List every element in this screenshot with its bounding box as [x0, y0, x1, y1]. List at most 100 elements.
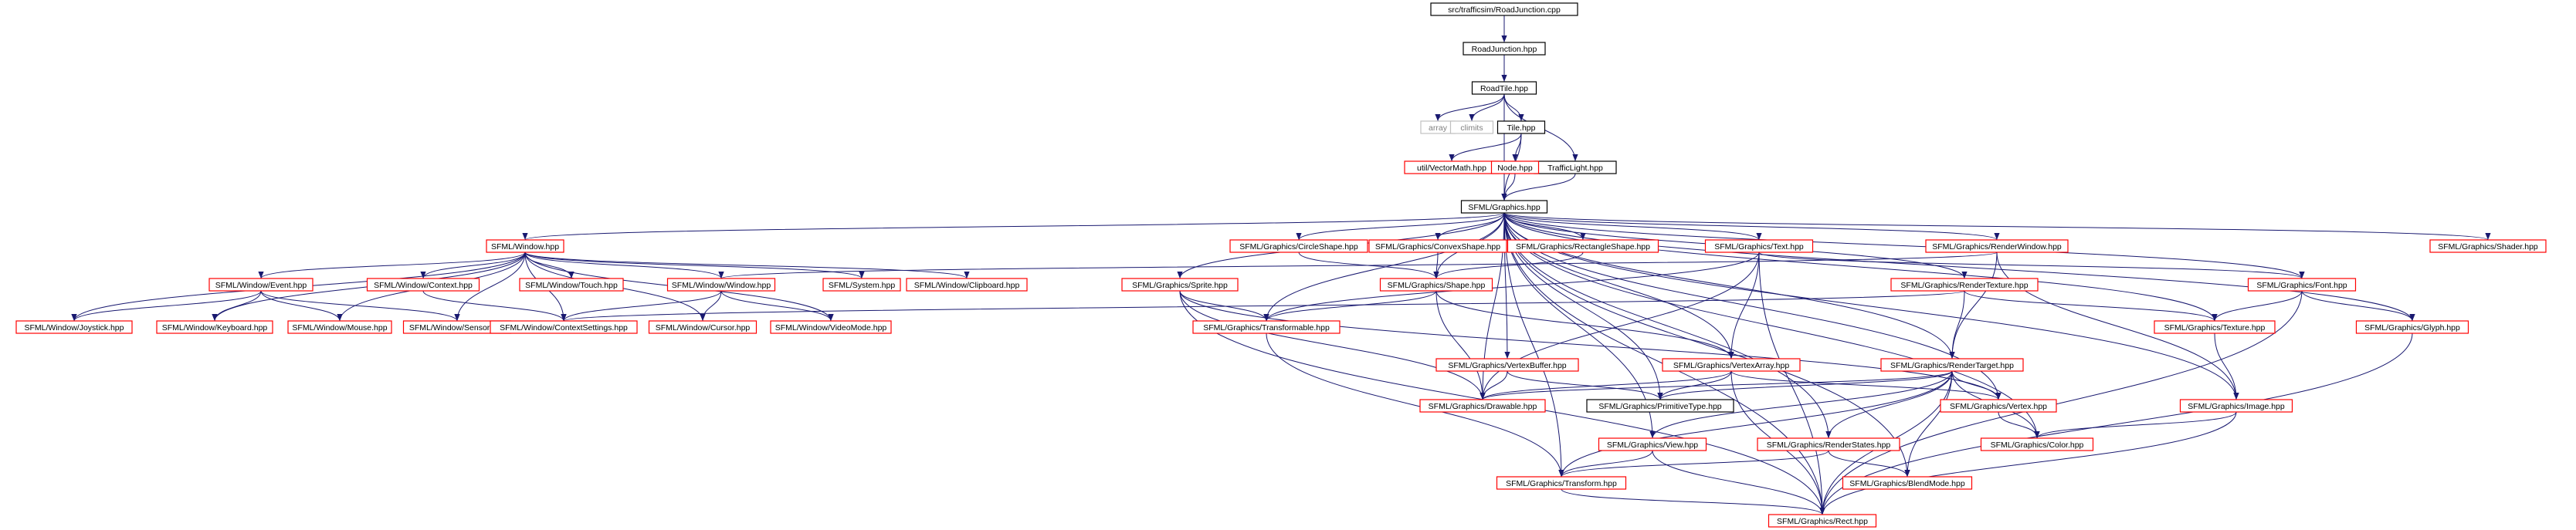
edge-gfx-to-rwin — [1503, 212, 2000, 241]
node-kbd-label: SFML/Window/Keyboard.hpp — [162, 323, 268, 333]
edge-vbuf-to-prim — [1507, 370, 1663, 400]
edge-gfx-to-shader — [1503, 212, 2491, 241]
node-prim[interactable]: SFML/Graphics/PrimitiveType.hpp — [1586, 399, 1734, 413]
node-tl[interactable]: TrafficLight.hpp — [1534, 160, 1617, 174]
node-climits-box — [1449, 120, 1494, 134]
node-grect[interactable]: SFML/Graphics/Rect.hpp — [1768, 514, 1877, 528]
edge-rwin-to-wwin — [719, 251, 1998, 279]
edge-gfx-to-rstate — [1503, 212, 1832, 439]
node-grect-box — [1768, 514, 1877, 528]
edge-gfx-to-color — [1503, 212, 2040, 439]
node-vecmath[interactable]: util/VectorMath.hpp — [1404, 160, 1500, 174]
node-sensor[interactable]: SFML/Window/Sensor.hpp — [402, 320, 512, 334]
node-varr-label: SFML/Graphics/VertexArray.hpp — [1673, 361, 1790, 370]
node-cursor-box — [648, 320, 758, 334]
node-touch[interactable]: SFML/Window/Touch.hpp — [519, 278, 624, 292]
node-ctxset[interactable]: SFML/Window/ContextSettings.hpp — [490, 320, 638, 334]
node-trans-box — [1496, 476, 1627, 490]
edge-shape-to-draw — [1435, 290, 1486, 400]
node-wwin[interactable]: SFML/Window/Window.hpp — [666, 278, 776, 292]
node-rect[interactable]: SFML/Graphics/RectangleShape.hpp — [1507, 239, 1659, 253]
node-view-box — [1598, 437, 1707, 451]
node-cursor[interactable]: SFML/Window/Cursor.hpp — [648, 320, 758, 334]
node-font-label: SFML/Graphics/Font.hpp — [2256, 281, 2347, 290]
node-draw-box — [1419, 399, 1546, 413]
node-font[interactable]: SFML/Graphics/Font.hpp — [2247, 278, 2357, 292]
edge-image-to-grect — [1819, 411, 2237, 515]
node-rtgt[interactable]: SFML/Graphics/RenderTarget.hpp — [1880, 358, 2024, 372]
node-conv[interactable]: SFML/Graphics/ConvexShape.hpp — [1368, 239, 1507, 253]
node-rwin[interactable]: SFML/Graphics/RenderWindow.hpp — [1925, 239, 2069, 253]
node-system-box — [822, 278, 901, 292]
node-tile-box — [1496, 120, 1546, 134]
edge-event-to-mouse — [260, 290, 343, 322]
node-wwin-label: SFML/Window/Window.hpp — [672, 281, 771, 290]
node-touch-box — [519, 278, 624, 292]
node-image[interactable]: SFML/Graphics/Image.hpp — [2179, 399, 2293, 413]
node-sprite[interactable]: SFML/Graphics/Sprite.hpp — [1121, 278, 1239, 292]
node-mouse[interactable]: SFML/Window/Mouse.hpp — [287, 320, 392, 334]
node-joy[interactable]: SFML/Window/Joystick.hpp — [15, 320, 133, 334]
node-rj[interactable]: RoadJunction.hpp — [1463, 42, 1546, 56]
edge-rwin-to-rtgt — [1949, 251, 1998, 360]
node-vmode[interactable]: SFML/Window/VideoMode.hpp — [770, 320, 892, 334]
node-root[interactable]: src/trafficsim/RoadJunction.cpp — [1430, 2, 1578, 16]
node-system[interactable]: SFML/System.hpp — [822, 278, 901, 292]
node-window[interactable]: SFML/Window.hpp — [486, 239, 564, 253]
node-glyph[interactable]: SFML/Graphics/Glyph.hpp — [2355, 320, 2469, 334]
node-draw[interactable]: SFML/Graphics/Drawable.hpp — [1419, 399, 1546, 413]
node-event[interactable]: SFML/Window/Event.hpp — [208, 278, 314, 292]
node-rwin-label: SFML/Graphics/RenderWindow.hpp — [1932, 242, 2062, 251]
node-tile[interactable]: Tile.hpp — [1496, 120, 1546, 134]
node-tl-label: TrafficLight.hpp — [1547, 164, 1603, 173]
node-varr[interactable]: SFML/Graphics/VertexArray.hpp — [1662, 358, 1801, 372]
edge-gfx-to-window — [522, 212, 1505, 241]
node-shader-box — [2429, 239, 2547, 253]
node-tex[interactable]: SFML/Graphics/Texture.hpp — [2154, 320, 2276, 334]
edge-gfx-to-trans — [1503, 212, 1564, 478]
edge-rtex-to-tex — [1964, 290, 2218, 322]
edge-text-to-xform — [1263, 251, 1760, 322]
edge-gfx-to-blend — [1503, 212, 1910, 478]
node-vbuf-box — [1435, 358, 1579, 372]
node-font-box — [2247, 278, 2357, 292]
node-rstate[interactable]: SFML/Graphics/RenderStates.hpp — [1757, 437, 1900, 451]
node-rt[interactable]: RoadTile.hpp — [1471, 81, 1537, 95]
node-vert-box — [1940, 399, 2057, 413]
node-color[interactable]: SFML/Graphics/Color.hpp — [1980, 437, 2094, 451]
node-shape[interactable]: SFML/Graphics/Shape.hpp — [1379, 278, 1493, 292]
edge-view-to-grect — [1652, 450, 1825, 515]
node-prim-box — [1586, 399, 1734, 413]
node-kbd[interactable]: SFML/Window/Keyboard.hpp — [156, 320, 273, 334]
node-blend[interactable]: SFML/Graphics/BlendMode.hpp — [1842, 476, 1973, 490]
node-joy-box — [15, 320, 133, 334]
node-wctx[interactable]: SFML/Window/Context.hpp — [366, 278, 480, 292]
node-window-box — [486, 239, 564, 253]
node-clip[interactable]: SFML/Window/Clipboard.hpp — [906, 278, 1028, 292]
node-conv-box — [1368, 239, 1507, 253]
node-view[interactable]: SFML/Graphics/View.hpp — [1598, 437, 1707, 451]
node-rtex[interactable]: SFML/Graphics/RenderTexture.hpp — [1890, 278, 2039, 292]
edge-gfx-to-font — [1503, 212, 2305, 279]
edge-gfx-to-rtgt — [1503, 212, 1955, 360]
node-xform[interactable]: SFML/Graphics/Transformable.hpp — [1192, 320, 1341, 334]
node-wwin-box — [666, 278, 776, 292]
node-wctx-box — [366, 278, 480, 292]
node-vert[interactable]: SFML/Graphics/Vertex.hpp — [1940, 399, 2057, 413]
node-cursor-label: SFML/Window/Cursor.hpp — [656, 323, 751, 333]
node-circ[interactable]: SFML/Graphics/CircleShape.hpp — [1229, 239, 1368, 253]
node-shader[interactable]: SFML/Graphics/Shader.hpp — [2429, 239, 2547, 253]
node-varr-box — [1662, 358, 1801, 372]
node-gfx[interactable]: SFML/Graphics.hpp — [1460, 200, 1548, 214]
node-node[interactable]: Node.hpp — [1490, 160, 1540, 174]
node-text[interactable]: SFML/Graphics/Text.hpp — [1704, 239, 1814, 253]
node-window-label: SFML/Window.hpp — [491, 242, 559, 251]
edge-event-to-sensor — [260, 290, 460, 322]
node-vbuf[interactable]: SFML/Graphics/VertexBuffer.hpp — [1435, 358, 1579, 372]
edge-rtex-to-rtgt — [1949, 290, 1965, 360]
edge-vert-to-color — [1998, 411, 2040, 439]
edge-sprite-to-xform — [1179, 290, 1269, 322]
node-node-box — [1490, 160, 1540, 174]
node-trans[interactable]: SFML/Graphics/Transform.hpp — [1496, 476, 1627, 490]
